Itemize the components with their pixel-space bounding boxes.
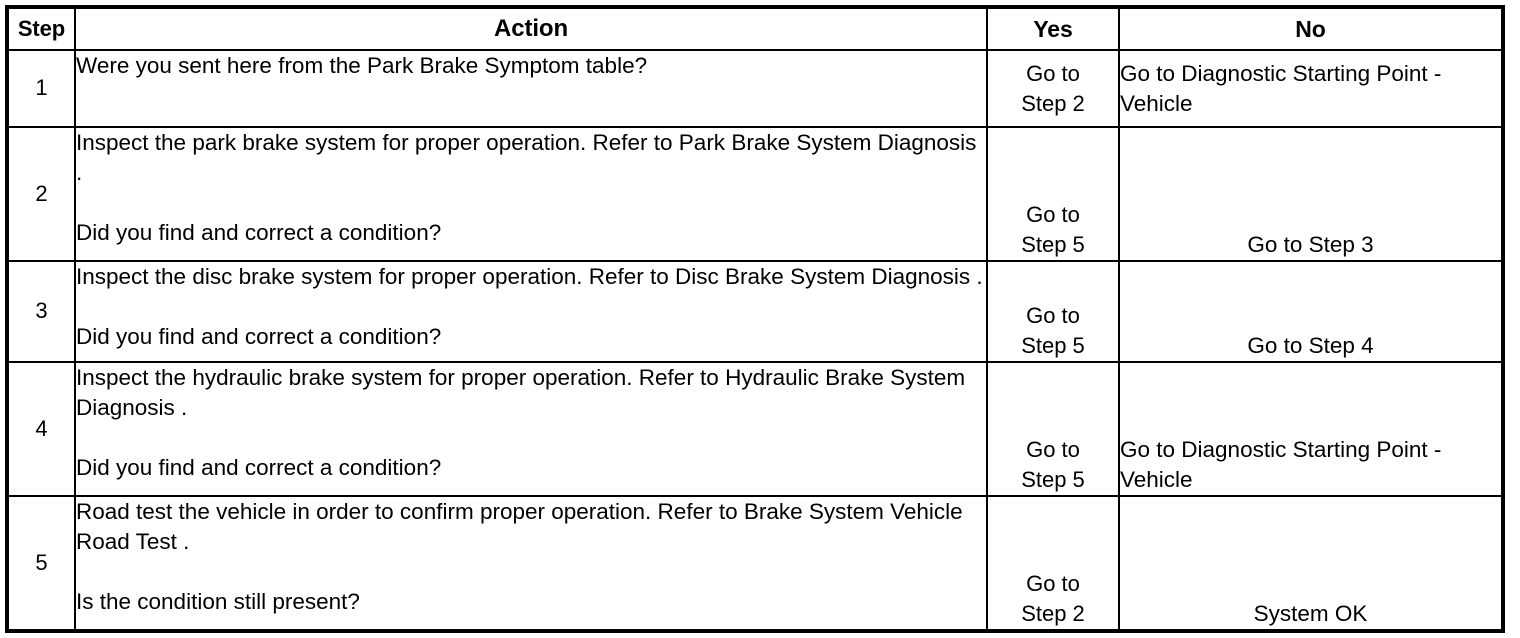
table-header: Step Action Yes No xyxy=(6,6,1504,51)
no-result-line-2: Vehicle xyxy=(1120,466,1193,492)
action-question: Is the condition still present? xyxy=(76,588,360,614)
step-number: 4 xyxy=(6,360,76,497)
yes-result: Go to Step 5 xyxy=(986,259,1120,363)
action-spacer xyxy=(76,292,986,322)
no-result: Go to Step 4 xyxy=(1118,259,1504,363)
table-row: 1 Were you sent here from the Park Brake… xyxy=(6,49,1504,128)
table-row: 2 Inspect the park brake system for prop… xyxy=(6,125,1504,262)
action-instruction: Road test the vehicle in order to confir… xyxy=(76,498,969,554)
yes-result-line-1: Go to xyxy=(1026,61,1080,86)
action-instruction: Inspect the hydraulic brake system for p… xyxy=(76,364,972,420)
action-instruction: Inspect the park brake system for proper… xyxy=(76,129,983,185)
action-spacer xyxy=(76,557,986,587)
no-result: Go to Diagnostic Starting Point - Vehicl… xyxy=(1118,360,1504,497)
yes-result-line-2: Step 5 xyxy=(1021,466,1085,492)
table-header-row: Step Action Yes No xyxy=(6,6,1504,51)
action-instruction: Were you sent here from the Park Brake S… xyxy=(76,53,648,78)
yes-result-line-2: Step 2 xyxy=(1021,601,1085,626)
column-header-action: Action xyxy=(74,6,988,51)
yes-result-line-1: Go to xyxy=(1026,571,1080,596)
action-text: Road test the vehicle in order to confir… xyxy=(74,494,988,633)
action-text: Inspect the park brake system for proper… xyxy=(74,125,988,262)
yes-result: Go to Step 5 xyxy=(986,125,1120,262)
action-question: Did you find and correct a condition? xyxy=(76,219,442,245)
yes-result-line-1: Go to xyxy=(1026,201,1080,227)
no-result-line-1: Go to Step 3 xyxy=(1247,231,1374,257)
no-result-line-2: Vehicle xyxy=(1120,91,1193,116)
action-question: Did you find and correct a condition? xyxy=(76,323,442,349)
table-row: 5 Road test the vehicle in order to conf… xyxy=(6,494,1504,633)
table-row: 4 Inspect the hydraulic brake system for… xyxy=(6,360,1504,497)
action-instruction: Inspect the disc brake system for proper… xyxy=(76,263,983,289)
action-text: Inspect the hydraulic brake system for p… xyxy=(74,360,988,497)
column-header-no: No xyxy=(1118,6,1504,51)
action-question: Did you find and correct a condition? xyxy=(76,454,442,480)
yes-result: Go to Step 2 xyxy=(986,49,1120,128)
yes-result-line-1: Go to xyxy=(1026,436,1080,462)
yes-result-line-2: Step 5 xyxy=(1021,231,1085,257)
action-text: Were you sent here from the Park Brake S… xyxy=(74,49,988,128)
no-result: System OK xyxy=(1118,494,1504,633)
diagnostic-procedure-table: Step Action Yes No 1 Were you sent here … xyxy=(5,5,1505,633)
table-row: 3 Inspect the disc brake system for prop… xyxy=(6,259,1504,363)
action-text: Inspect the disc brake system for proper… xyxy=(74,259,988,363)
yes-result: Go to Step 5 xyxy=(986,360,1120,497)
no-result-line-1: Go to Diagnostic Starting Point - xyxy=(1120,61,1442,86)
step-number: 3 xyxy=(6,259,76,363)
step-number: 2 xyxy=(6,125,76,262)
no-result: Go to Diagnostic Starting Point - Vehicl… xyxy=(1118,49,1504,128)
no-result-line-1: System OK xyxy=(1253,601,1368,626)
yes-result-line-1: Go to xyxy=(1026,302,1080,328)
column-header-yes: Yes xyxy=(986,6,1120,51)
column-header-step: Step xyxy=(6,6,76,51)
no-result-line-1: Go to Diagnostic Starting Point - xyxy=(1120,436,1442,462)
step-number: 1 xyxy=(6,49,76,128)
yes-result-line-2: Step 2 xyxy=(1021,91,1085,116)
step-number: 5 xyxy=(6,494,76,633)
no-result-line-1: Go to Step 4 xyxy=(1247,332,1374,358)
table-body: 1 Were you sent here from the Park Brake… xyxy=(6,49,1504,633)
action-spacer xyxy=(76,188,986,218)
yes-result: Go to Step 2 xyxy=(986,494,1120,633)
no-result: Go to Step 3 xyxy=(1118,125,1504,262)
action-spacer xyxy=(76,423,986,453)
yes-result-line-2: Step 5 xyxy=(1021,332,1085,358)
